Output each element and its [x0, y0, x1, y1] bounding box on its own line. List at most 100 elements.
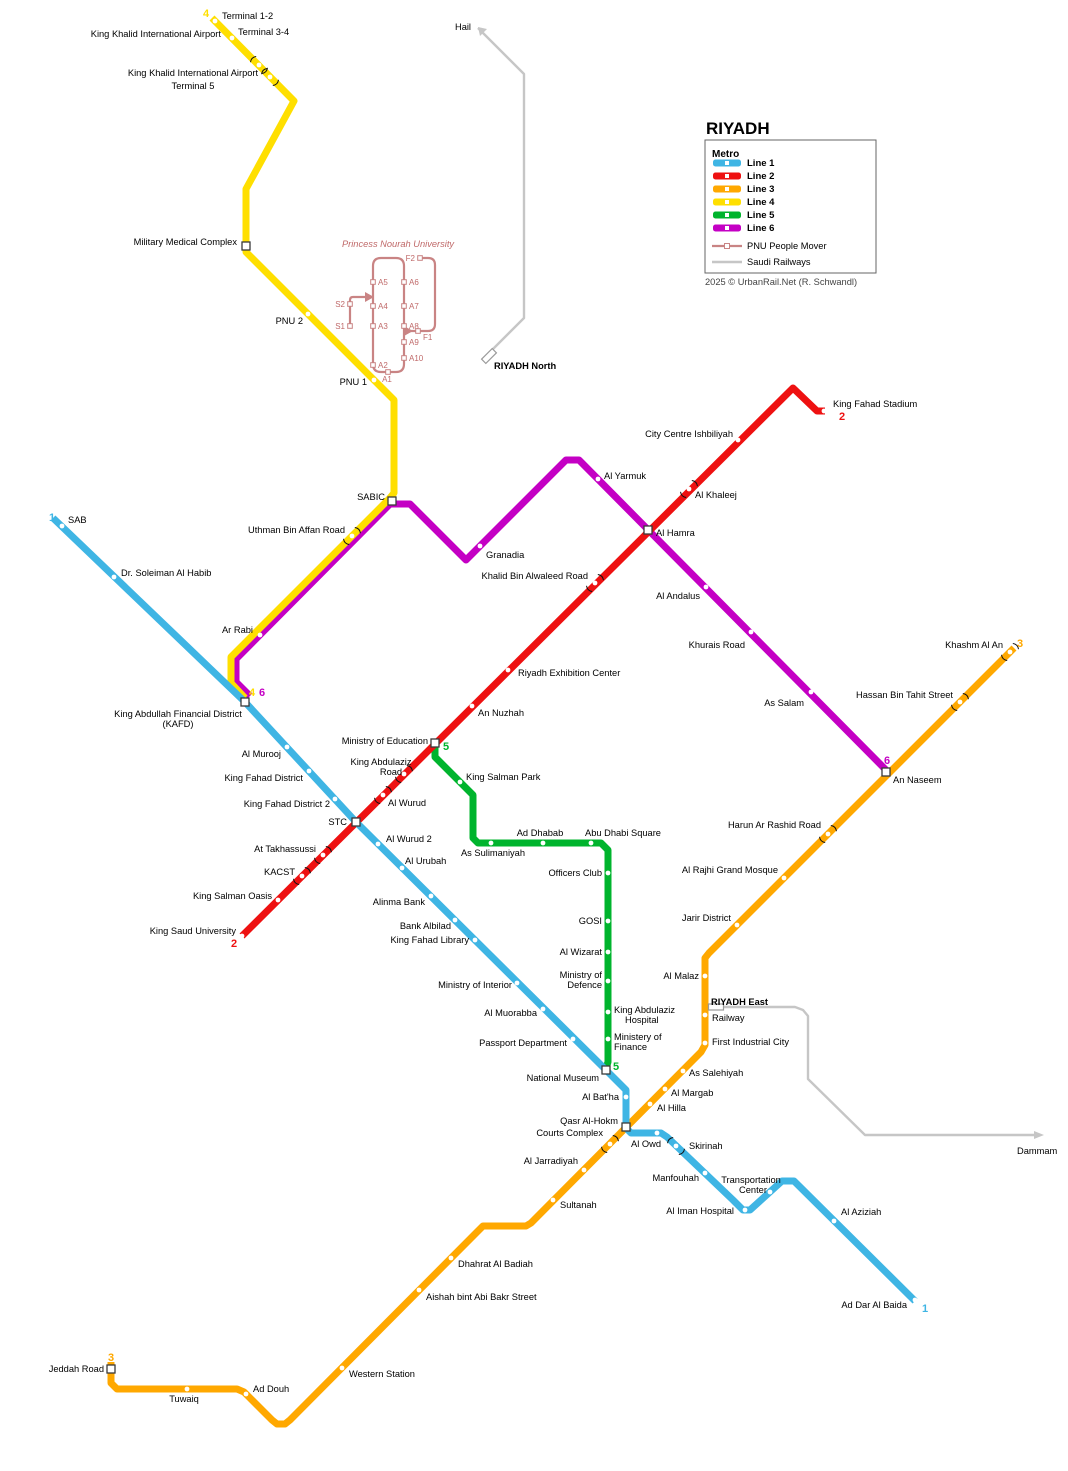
line-badge-5-9: 5 — [443, 741, 449, 753]
station-label-ad-douh: Ad Douh — [253, 1384, 289, 1394]
line1 — [50, 515, 918, 1304]
station-ministry-of-education — [430, 738, 440, 748]
legend-swatch-station-l6 — [725, 226, 729, 230]
station-king-salman-park — [457, 779, 463, 785]
station-label-uthman-bin-affan-road: Uthman Bin Affan Road — [248, 525, 345, 535]
station-label-sultanah: Sultanah — [560, 1200, 597, 1210]
station-railway — [702, 1012, 708, 1018]
station-label-al-andalus: Al Andalus — [656, 591, 700, 601]
station-al-owd — [654, 1130, 660, 1136]
bracket-right — [691, 480, 698, 487]
station-label-al-jarradiyah: Al Jarradiyah — [524, 1156, 578, 1166]
station-brackets-kacst — [293, 867, 311, 885]
station-pnu-2 — [305, 311, 311, 317]
pnu-branch-f — [406, 256, 437, 333]
station-skirinah — [673, 1143, 679, 1149]
station-label-al-wizarat: Al Wizarat — [560, 947, 603, 957]
station-harun-ar-rashid-road — [825, 831, 831, 837]
pnu-branch-s — [348, 295, 371, 326]
station-king-khalid-international-airport — [267, 74, 273, 80]
station-label-al-aziziah: Al Aziziah — [841, 1207, 881, 1217]
station-brackets-al-wurud — [374, 786, 392, 804]
bracket-left — [667, 1137, 674, 1144]
station-king-saud-university — [239, 933, 245, 939]
station-ministry-of — [605, 978, 611, 984]
station-label-transportation: Transportation — [721, 1175, 781, 1185]
station-label-as-sulimaniyah: As Sulimaniyah — [461, 848, 525, 858]
pnu-station-label-s2: S2 — [335, 300, 345, 309]
station-label-al-wurud-2: Al Wurud 2 — [386, 834, 432, 844]
station-label-officers-club: Officers Club — [548, 868, 602, 878]
station-label-manfouhah: Manfouhah — [652, 1173, 699, 1183]
station-label-first-industrial-city: First Industrial City — [712, 1037, 789, 1047]
railway-east-dammam — [723, 1005, 1044, 1139]
station-al-rajhi-grand-mosque — [781, 875, 787, 881]
station-al-muorabba — [540, 1006, 546, 1012]
station-king-fahad-district-2 — [332, 796, 338, 802]
pnu-station-label-a5: A5 — [378, 278, 388, 287]
pnu-station-label-s1: S1 — [335, 322, 345, 331]
station-label-riyadh-exhibition-center: Riyadh Exhibition Center — [518, 668, 620, 678]
line6 — [232, 456, 889, 773]
station-label-king-abdullah-financial-district: King Abdullah Financial District — [114, 709, 242, 719]
station-national-museum — [601, 1065, 611, 1075]
station-label-railway: Railway — [712, 1013, 745, 1023]
line-badge-1-1: 1 — [922, 1303, 928, 1315]
station-label-al-khaleej: Al Khaleej — [695, 490, 737, 500]
line-badge-5-10: 5 — [613, 1061, 619, 1073]
station-label-king-salman-park: King Salman Park — [466, 772, 541, 782]
line4 — [209, 15, 398, 701]
bracket-right — [272, 79, 279, 86]
station-brackets-courts-complex — [601, 1135, 619, 1153]
pnu-station-a1 — [385, 369, 391, 375]
annotation-princess-nourah-university: Princess Nourah University — [342, 239, 455, 249]
station-label-king-khalid-international-airport-2: Terminal 5 — [172, 81, 215, 91]
annotation-riyadh-north: RIYADH North — [494, 361, 556, 371]
line-badge-6-11: 6 — [884, 755, 890, 767]
station-label-ministry-of-2: Defence — [567, 980, 602, 990]
station-label-qasr-al-hokm: Qasr Al-Hokm — [560, 1116, 618, 1126]
station-ministry-of-interior — [514, 980, 520, 986]
station-as-salehiyah — [680, 1068, 686, 1074]
station-label-passport-department: Passport Department — [479, 1038, 567, 1048]
station-label-granadia: Granadia — [486, 550, 525, 560]
station-brackets-khashm-al-an — [1001, 643, 1019, 661]
station-label-ad-dhabab: Ad Dhabab — [517, 828, 564, 838]
bracket-left — [680, 491, 687, 498]
pnu-station-a4 — [370, 303, 376, 309]
station-label-ad-dar-al-baida: Ad Dar Al Baida — [841, 1300, 907, 1310]
station-brackets-hassan-bin-tahit-street — [951, 693, 969, 711]
station-label-western-station: Western Station — [349, 1369, 415, 1379]
railway-arrow-east-dammam — [1034, 1131, 1044, 1139]
station-brackets-skirinah — [667, 1137, 685, 1155]
station-gosi — [605, 918, 611, 924]
bracket-right — [385, 786, 392, 793]
station-transportation — [767, 1189, 773, 1195]
station-bank-albilad — [452, 917, 458, 923]
station-as-sulimaniyah — [488, 840, 494, 846]
station-label-al-bat-ha: Al Bat'ha — [582, 1092, 620, 1102]
bracket-right — [304, 867, 311, 874]
station-label-khurais-road: Khurais Road — [689, 640, 745, 650]
station-brackets-king-abdulaziz — [395, 765, 413, 783]
pnu-station-a3 — [370, 323, 376, 329]
station-granadia — [477, 543, 483, 549]
line-badge-4-6: 4 — [203, 8, 210, 20]
station-ad-douh — [243, 1391, 249, 1397]
station-king-fahad-stadium — [821, 408, 827, 414]
line-badge-4-7: 4 — [249, 687, 256, 699]
station-label-jarir-district: Jarir District — [682, 913, 731, 923]
bracket-left — [343, 538, 350, 545]
bracket-right — [406, 765, 413, 772]
station-label-al-hilla: Al Hilla — [657, 1103, 687, 1113]
legend-label-line-4: Line 4 — [747, 197, 775, 208]
station-ar-rabi — [257, 632, 263, 638]
station-label-ministry-of-interior: Ministry of Interior — [438, 980, 512, 990]
pnu-station-a9 — [401, 339, 407, 345]
station-label-king-fahad-library: King Fahad Library — [390, 935, 469, 945]
station-label-alinma-bank: Alinma Bank — [373, 897, 426, 907]
station-label-king-fahad-district-2: King Fahad District 2 — [244, 799, 330, 809]
station-label-al-margab: Al Margab — [671, 1088, 713, 1098]
annotation-dammam: Dammam — [1017, 1146, 1058, 1156]
